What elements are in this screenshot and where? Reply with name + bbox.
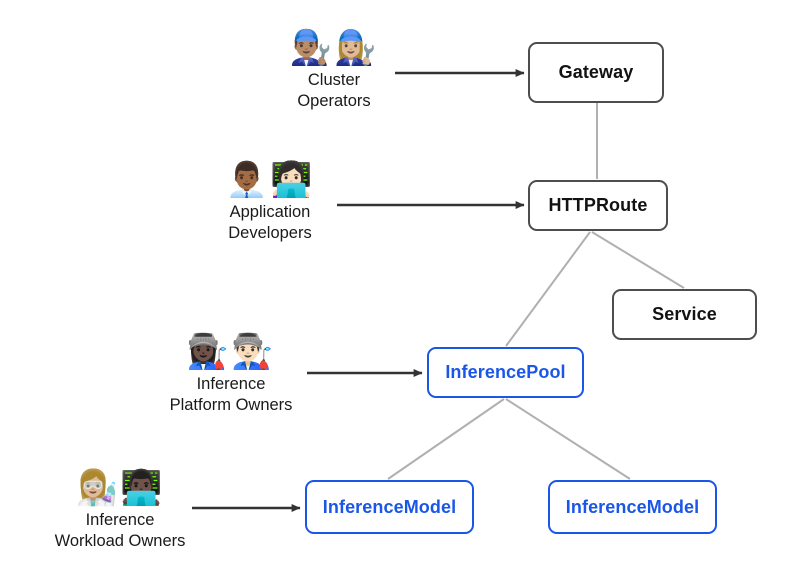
node-label-service: Service (652, 304, 717, 324)
persona-arrows (192, 69, 525, 512)
node-label-inferencemodel-left: InferenceModel (322, 496, 457, 517)
scientist-technologist-emoji: 👩🏼‍🔬👨🏿‍💻 (75, 469, 165, 507)
connector-inferencepool-model-left (387, 398, 505, 480)
persona-label-inference-workload-owners: Inference Workload Owners (54, 511, 186, 550)
connector-httproute-service (591, 231, 685, 289)
connector-inferencepool-model-right (505, 398, 631, 480)
persona-cluster-operators: 👨🏽‍🔧👩🏼‍🔧 Cluster Operators (276, 28, 392, 112)
node-inferencepool[interactable]: InferencePool (427, 347, 584, 398)
node-label-httproute: HTTPRoute (548, 195, 648, 215)
node-service[interactable]: Service (612, 289, 757, 340)
node-label-inferencemodel-right: InferenceModel (565, 496, 700, 517)
persona-label-application-developers: Application Developers (228, 203, 312, 242)
persona-label-inference-platform-owners: Inference Platform Owners (169, 375, 293, 414)
node-inferencemodel-right[interactable]: InferenceModel (548, 480, 717, 534)
node-httproute[interactable]: HTTPRoute (528, 180, 668, 231)
construction-workers-emoji: 👩🏿‍🏭👨🏻‍🏭 (186, 333, 276, 371)
node-label-inferencepool: InferencePool (445, 362, 566, 382)
connector-httproute-inferencepool (505, 231, 591, 347)
persona-inference-platform-owners: 👩🏿‍🏭👨🏻‍🏭 Inference Platform Owners (168, 332, 294, 416)
persona-label-cluster-operators: Cluster Operators (297, 71, 371, 110)
persona-inference-workload-owners: 👩🏼‍🔬👨🏿‍💻 Inference Workload Owners (52, 468, 188, 552)
node-label-gateway: Gateway (558, 62, 634, 82)
persona-application-developers: 👨🏾‍💼👩🏻‍💻 Application Developers (212, 160, 328, 244)
mechanics-emoji: 👨🏽‍🔧👩🏼‍🔧 (289, 29, 379, 67)
node-inferencemodel-left[interactable]: InferenceModel (305, 480, 474, 534)
office-worker-technologist-emoji: 👨🏾‍💼👩🏻‍💻 (225, 161, 315, 199)
node-gateway[interactable]: Gateway (528, 42, 664, 103)
